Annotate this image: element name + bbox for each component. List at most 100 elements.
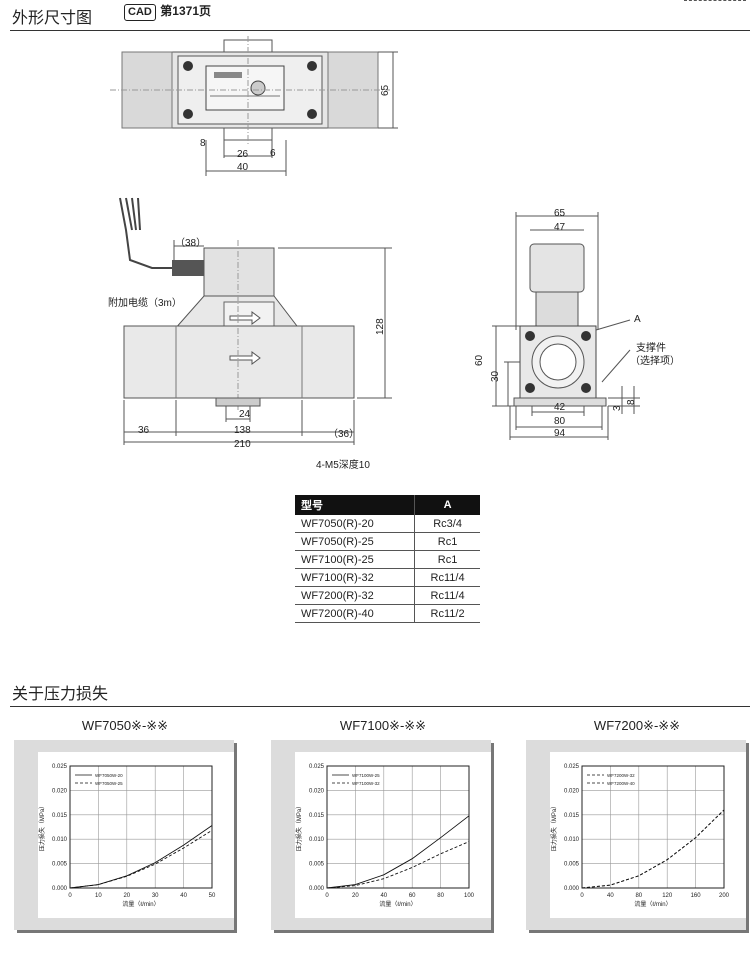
chart-title-wf7050: WF7050※-※※	[81, 718, 169, 733]
series-line	[69, 825, 213, 889]
y-tick-label: 0.000	[52, 886, 68, 892]
dim-end-60: 60	[474, 354, 485, 366]
y-tick-label: 0.025	[564, 764, 580, 770]
plot-frame	[326, 765, 470, 889]
x-tick-label: 160	[691, 893, 702, 899]
y-tick-label: 0.005	[52, 862, 68, 868]
y-tick-label: 0.020	[309, 788, 325, 794]
dim-side-36p: （36）	[328, 429, 360, 440]
x-tick-label: 80	[635, 893, 642, 899]
x-tick-label: 50	[209, 893, 216, 899]
x-tick-label: 20	[123, 893, 130, 899]
y-tick-label: 0.015	[564, 813, 580, 819]
y-axis-label: 压力损失（MPa）	[550, 803, 558, 851]
x-tick-label: 30	[152, 893, 159, 899]
x-tick-label: 0	[325, 893, 329, 899]
dim-top-8: 8	[200, 138, 206, 149]
x-axis-label: 流量（ℓ/min）	[379, 900, 416, 908]
dim-top-height: 65	[380, 84, 391, 96]
x-tick-label: 80	[437, 893, 444, 899]
x-axis-label: 流量（ℓ/min）	[634, 900, 671, 908]
x-tick-label: 20	[352, 893, 359, 899]
dim-top-40: 40	[237, 162, 249, 173]
page-reference: 第1371页	[160, 4, 211, 18]
dim-side-210: 210	[234, 439, 251, 450]
chart-title-wf7100: WF7100※-※※	[339, 718, 427, 733]
dim-end-65: 65	[554, 208, 566, 219]
dim-end-94: 94	[554, 428, 566, 439]
dim-end-30: 30	[490, 370, 501, 382]
model-cell: WF7050(R)-20	[295, 515, 415, 533]
legend-label: WF7100W-32	[352, 781, 380, 786]
plot-frame	[581, 765, 725, 889]
x-tick-label: 0	[68, 893, 72, 899]
model-cell: WF7200(R)-32	[295, 586, 415, 605]
dim-cable-length: （38）	[175, 238, 207, 249]
top-right-mark	[684, 0, 746, 4]
y-tick-label: 0.010	[52, 837, 68, 843]
y-tick-label: 0.005	[309, 862, 325, 868]
y-axis-label: 压力损失（MPa）	[38, 803, 46, 851]
x-tick-label: 40	[607, 893, 614, 899]
x-tick-label: 40	[180, 893, 187, 899]
x-tick-label: 0	[580, 893, 584, 899]
section-title-pressure-loss: 关于压力损失	[12, 684, 109, 703]
dim-side-24: 24	[239, 409, 251, 420]
section-rule	[10, 706, 750, 707]
dim-top-26: 26	[237, 149, 249, 160]
side-view-drawing	[119, 197, 392, 445]
x-axis-label: 流量（ℓ/min）	[122, 900, 159, 908]
plot-background	[295, 752, 491, 918]
legend-label: WF7100W-25	[352, 773, 380, 778]
dim-top-6: 6	[270, 148, 276, 159]
table-header-row: 型号 A	[295, 495, 480, 515]
model-cell: WF7200(R)-40	[295, 604, 415, 623]
x-tick-label: 120	[662, 893, 673, 899]
legend-label: WF7200W-40	[607, 781, 635, 786]
y-axis-label: 压力损失（MPa）	[295, 803, 303, 851]
model-cell: WF7050(R)-25	[295, 532, 415, 551]
y-tick-label: 0.000	[564, 886, 580, 892]
y-tick-label: 0.005	[564, 862, 580, 868]
mounting-note: 4-M5深度10	[316, 460, 370, 471]
series-line	[326, 841, 470, 889]
port-cell: Rc11/2	[414, 604, 480, 623]
cable-note: 附加电缆（3m）	[108, 298, 182, 309]
support-label-option: （选择项）	[630, 356, 680, 367]
col-model-header: 型号	[295, 495, 415, 515]
y-tick-label: 0.025	[52, 764, 68, 770]
series-line	[326, 815, 470, 889]
model-cell: WF7100(R)-25	[295, 550, 415, 569]
series-line	[69, 830, 213, 889]
plot-background	[550, 752, 746, 918]
x-tick-label: 100	[464, 893, 475, 899]
port-cell: Rc1	[414, 532, 480, 551]
top-view-drawing	[110, 36, 398, 176]
plot-frame	[69, 765, 213, 889]
cad-link[interactable]: CAD 第1371页	[124, 2, 211, 21]
legend-label: WF7050W-20	[95, 773, 123, 778]
end-view-drawing	[492, 212, 640, 440]
legend-label: WF7050W-25	[95, 781, 123, 786]
model-cell: WF7100(R)-32	[295, 568, 415, 587]
y-tick-label: 0.025	[309, 764, 325, 770]
y-tick-label: 0.020	[52, 788, 68, 794]
x-tick-label: 200	[719, 893, 730, 899]
y-tick-label: 0.010	[309, 837, 325, 843]
y-tick-label: 0.015	[52, 813, 68, 819]
support-label: 支撑件	[636, 343, 666, 354]
header-rule	[10, 30, 750, 31]
legend-label: WF7200W-32	[607, 773, 635, 778]
dim-side-138: 138	[234, 425, 251, 436]
